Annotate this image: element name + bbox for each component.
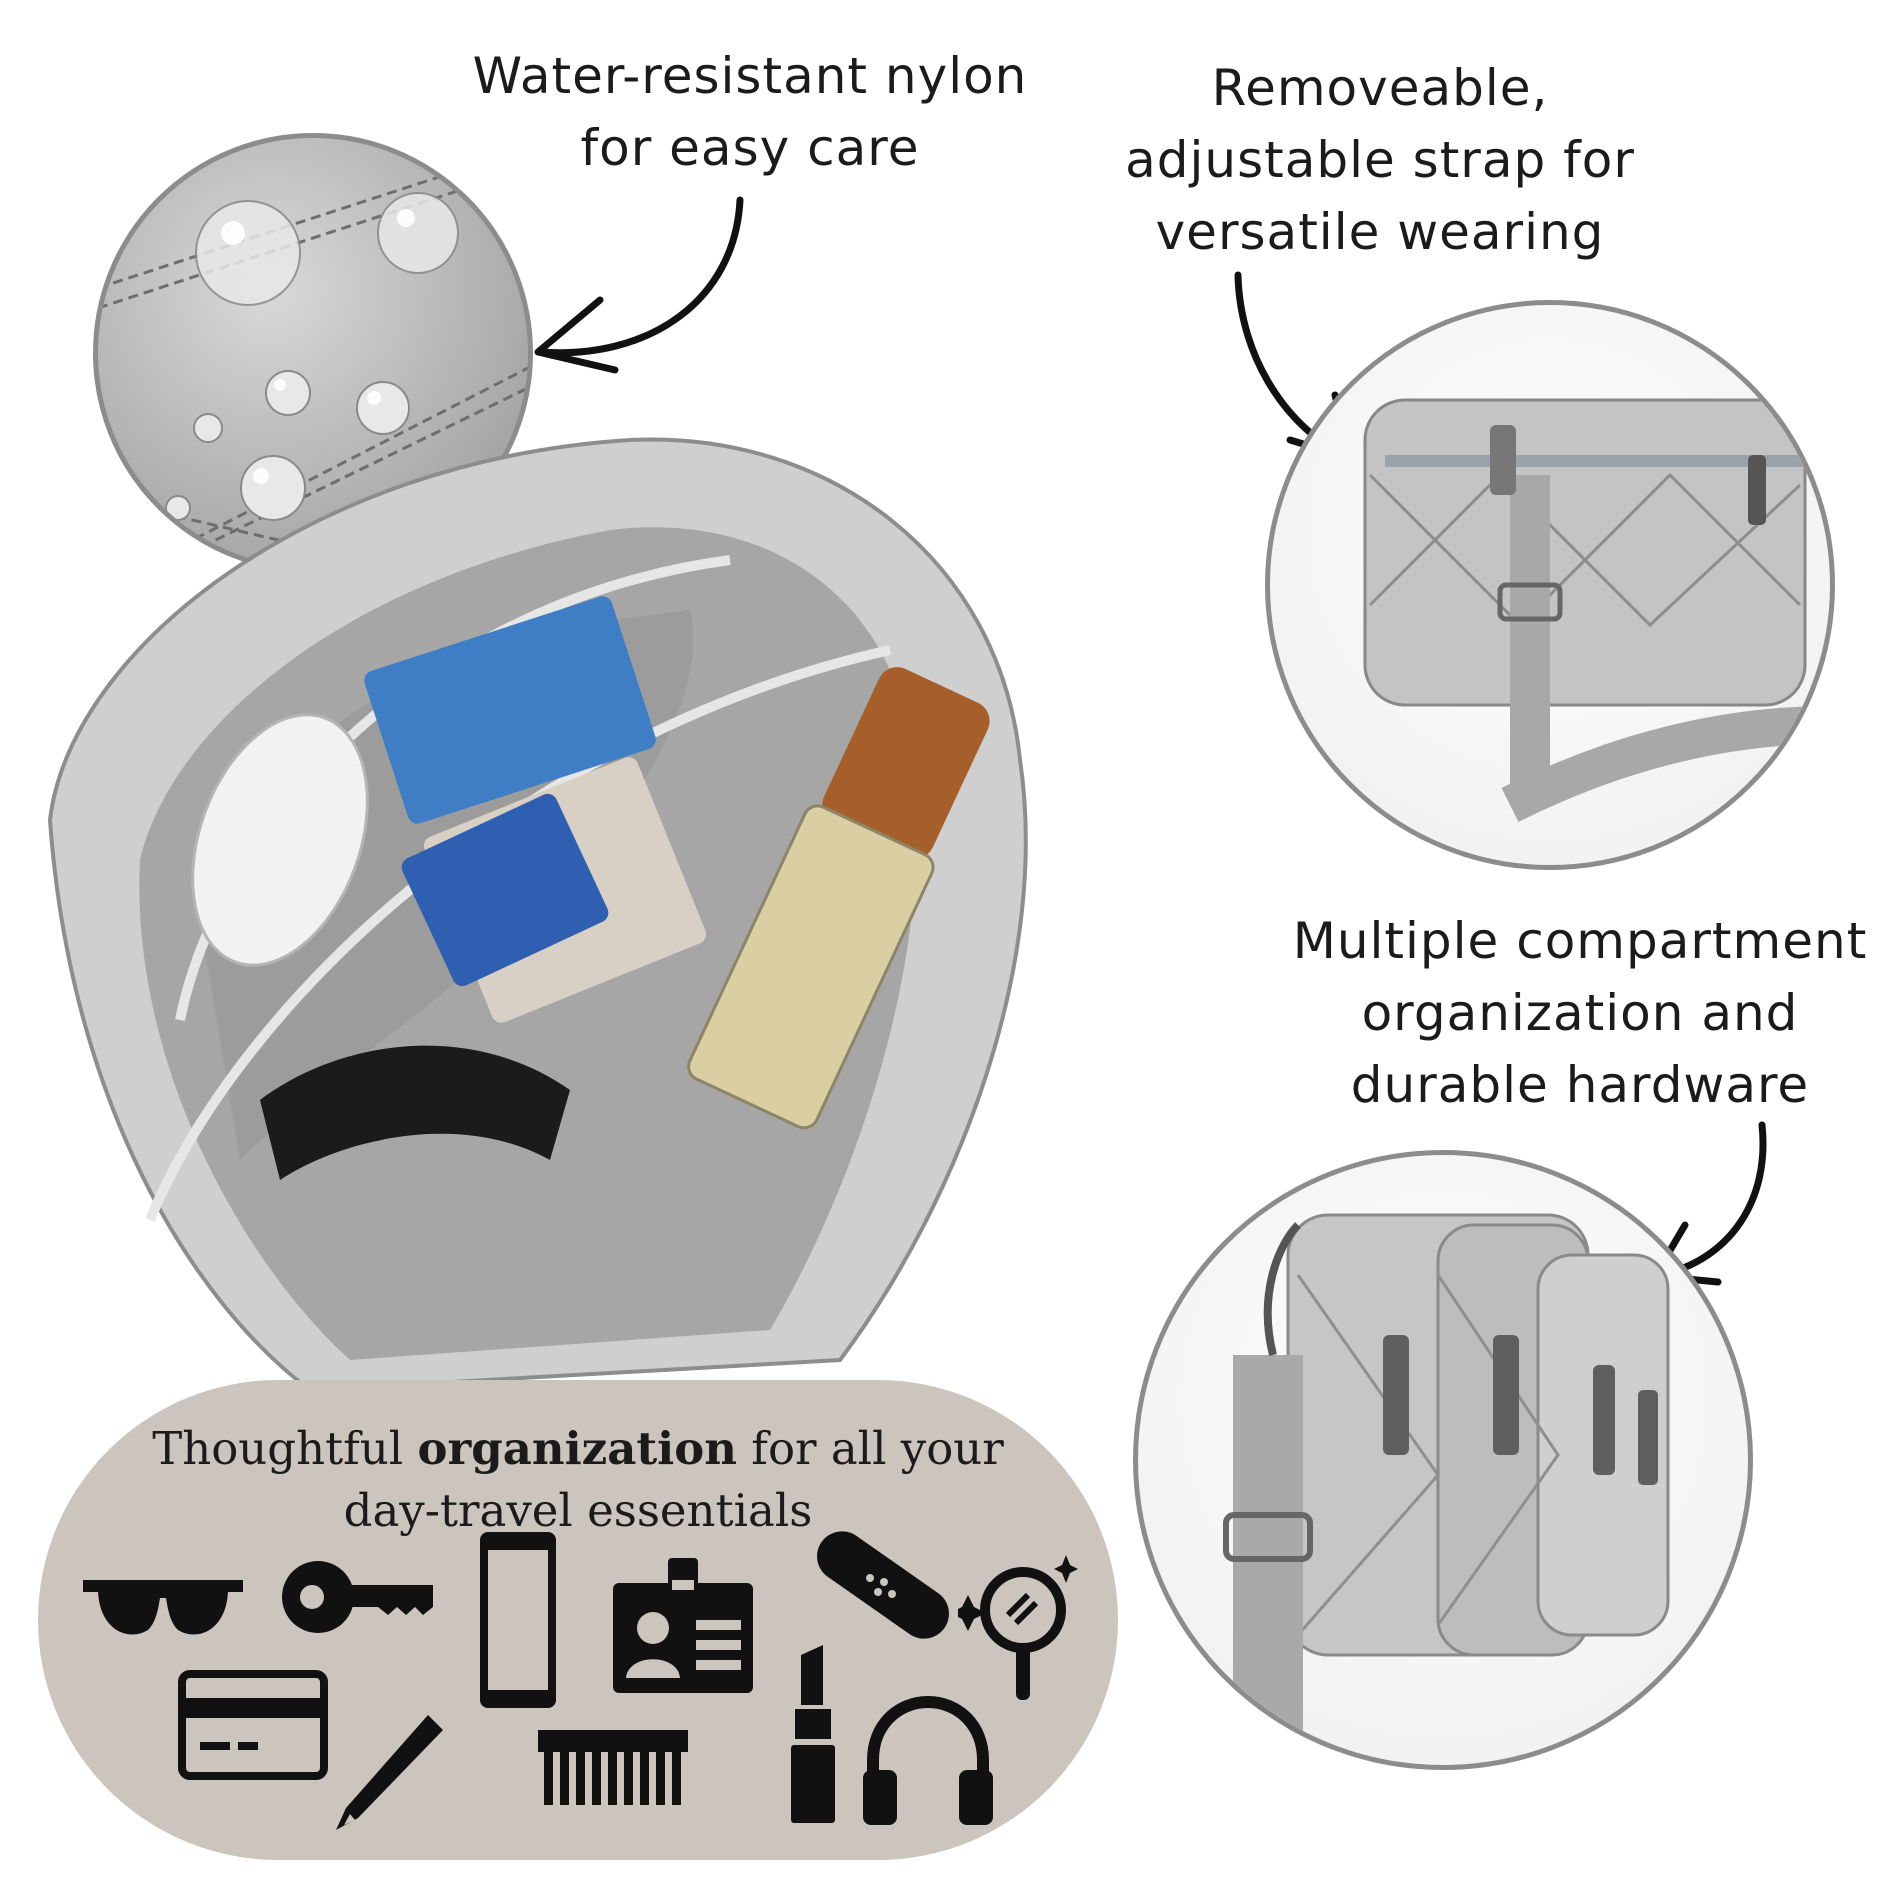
bag-strap-image	[1265, 300, 1835, 870]
arrow-to-compartments	[1656, 1121, 1767, 1279]
heading-bold: organization	[417, 1422, 737, 1475]
callout-strap-line1: Removeable,	[1211, 59, 1549, 117]
heading-post: for all your	[736, 1422, 1004, 1475]
bag-compartments-image	[1133, 1150, 1753, 1770]
sunglasses-icon	[83, 1580, 243, 1635]
id-badge-icon	[613, 1558, 753, 1693]
headphones-icon	[863, 1695, 993, 1825]
callout-strap-line3: versatile wearing	[1155, 203, 1605, 261]
essentials-heading-line1: Thoughtful organization for all your	[38, 1418, 1118, 1480]
arrow-to-nylon	[536, 196, 744, 357]
essentials-panel: Thoughtful organization for all your day…	[38, 1380, 1118, 1860]
essentials-heading-line2: day-travel essentials	[343, 1484, 813, 1537]
callout-compartments: Multiple compartment organization and du…	[1290, 905, 1870, 1121]
callout-compartments-line2: organization and	[1361, 984, 1799, 1042]
callout-nylon: Water-resistant nylon for easy care	[470, 40, 1030, 184]
essentials-heading: Thoughtful organization for all your day…	[38, 1418, 1118, 1542]
comb-icon	[538, 1730, 688, 1805]
callout-nylon-line2: for easy care	[580, 119, 920, 177]
pen-icon	[336, 1715, 443, 1830]
credit-card-icon	[178, 1670, 328, 1780]
arrow-to-nylon-head	[534, 296, 619, 374]
callout-compartments-line3: durable hardware	[1350, 1056, 1810, 1114]
callout-strap-line2: adjustable strap for	[1125, 131, 1635, 189]
bandage-icon	[817, 1531, 949, 1639]
phone-icon	[480, 1532, 556, 1708]
heading-pre: Thoughtful	[152, 1422, 418, 1475]
open-bag-image	[47, 437, 1028, 1393]
mirror-icon	[958, 1555, 1078, 1700]
callout-nylon-line1: Water-resistant nylon	[472, 47, 1028, 105]
lipstick-icon	[791, 1645, 835, 1823]
key-icon	[282, 1561, 433, 1633]
callout-compartments-line1: Multiple compartment	[1292, 912, 1868, 970]
callout-strap: Removeable, adjustable strap for versati…	[1110, 52, 1650, 268]
